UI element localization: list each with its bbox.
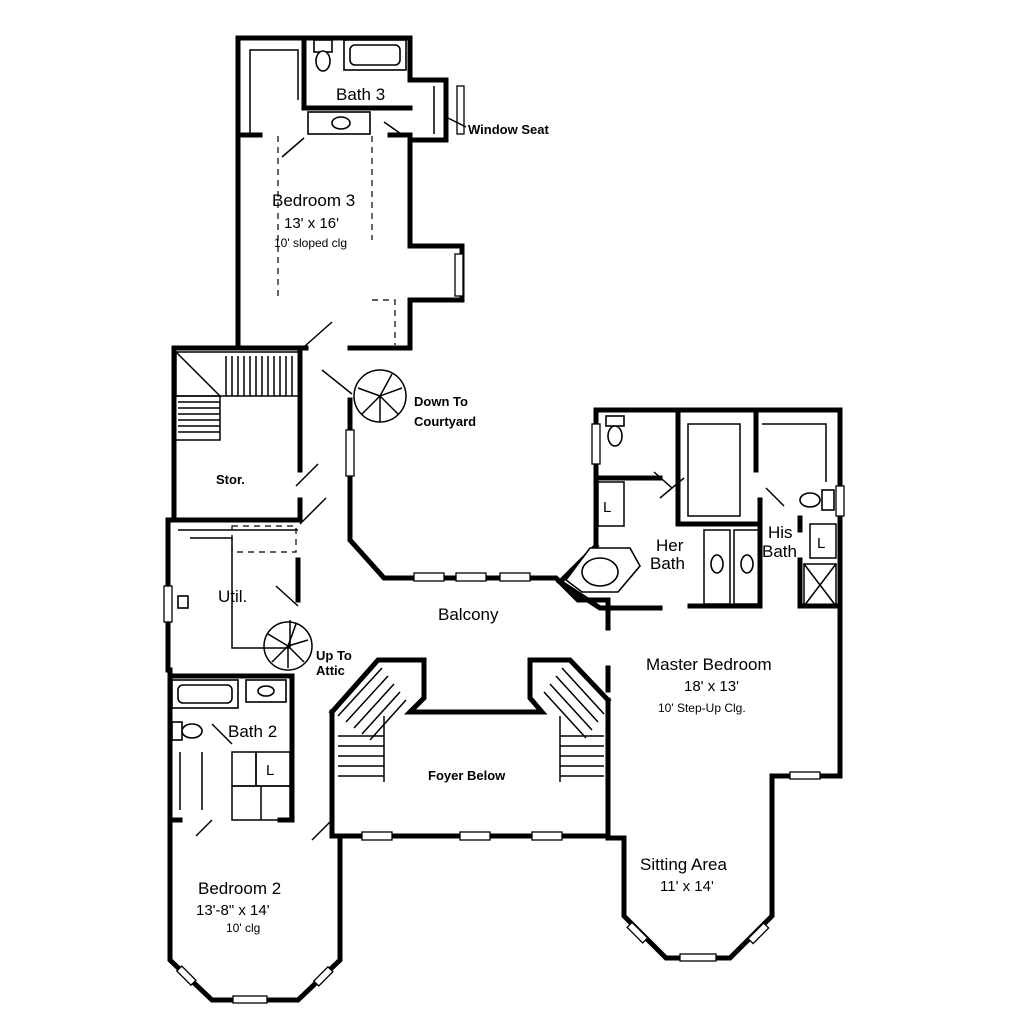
bath3-label: Bath 3 bbox=[336, 85, 385, 104]
window-seat-leader bbox=[443, 115, 467, 128]
his-bath-line2: Bath bbox=[762, 542, 797, 561]
bedroom2-ceiling: 10' clg bbox=[226, 921, 260, 935]
bath2-fixtures bbox=[171, 679, 291, 821]
bedroom2-size: 13'-8" x 14' bbox=[196, 902, 270, 919]
bedroom3-size: 13' x 16' bbox=[284, 215, 339, 232]
master-bedroom-size: 18' x 13' bbox=[684, 678, 739, 695]
down-to-courtyard-line1: Down To bbox=[414, 394, 468, 409]
util-door-swing-upper bbox=[299, 497, 327, 525]
master-bedroom-ceiling: 10' Step-Up Clg. bbox=[658, 701, 746, 715]
up-to-attic-line2: Attic bbox=[316, 663, 345, 678]
his-bath-fixtures bbox=[762, 423, 845, 607]
balcony-walls bbox=[345, 397, 611, 693]
util-label: Util. bbox=[218, 587, 247, 606]
his-bath-linen-mark: L bbox=[817, 535, 825, 552]
her-bath-line2: Bath bbox=[650, 554, 685, 573]
her-bath-fixtures bbox=[564, 415, 761, 605]
bedroom2-walls bbox=[167, 817, 343, 1004]
stor-door-swing bbox=[295, 463, 319, 487]
foyer-railing bbox=[328, 657, 612, 841]
stair-landing bbox=[175, 351, 301, 441]
sitting-area-name: Sitting Area bbox=[640, 855, 727, 874]
bedroom3-name: Bedroom 3 bbox=[272, 191, 355, 210]
master-bedroom-name: Master Bedroom bbox=[646, 655, 772, 674]
foyer-below-label: Foyer Below bbox=[428, 768, 506, 783]
bath2-linen-mark: L bbox=[266, 762, 274, 779]
attic-spiral-stair bbox=[263, 621, 313, 671]
bedroom3-door-swing bbox=[281, 137, 305, 158]
balcony-label: Balcony bbox=[438, 605, 499, 624]
stor-label: Stor. bbox=[216, 472, 245, 487]
bath2-label: Bath 2 bbox=[228, 722, 277, 741]
her-bath-line1: Her bbox=[656, 536, 684, 555]
bedroom3-window bbox=[454, 253, 464, 297]
his-bath-line1: His bbox=[768, 523, 793, 542]
bedroom3-dashed-lines bbox=[277, 136, 396, 345]
down-to-courtyard-line2: Courtyard bbox=[414, 414, 476, 429]
bath3-fixtures bbox=[307, 39, 435, 137]
bedroom3-wing-walls bbox=[235, 35, 465, 351]
foyer-stair-right bbox=[543, 667, 605, 782]
foyer-stair-left bbox=[337, 667, 407, 782]
bedroom3-ceiling: 10' sloped clg bbox=[274, 236, 347, 250]
up-to-attic-line1: Up To bbox=[316, 648, 352, 663]
bedroom3-entry-door bbox=[304, 321, 333, 347]
window-seat-window bbox=[456, 85, 465, 135]
bedroom2-name: Bedroom 2 bbox=[198, 879, 281, 898]
sitting-area-size: 11' x 14' bbox=[660, 878, 714, 895]
left-wing-walls bbox=[165, 345, 303, 823]
her-bath-linen-mark: L bbox=[603, 499, 611, 516]
courtyard-spiral-stair bbox=[321, 369, 407, 423]
window-seat-label: Window Seat bbox=[468, 122, 549, 137]
sitting-area-windows bbox=[626, 771, 821, 962]
